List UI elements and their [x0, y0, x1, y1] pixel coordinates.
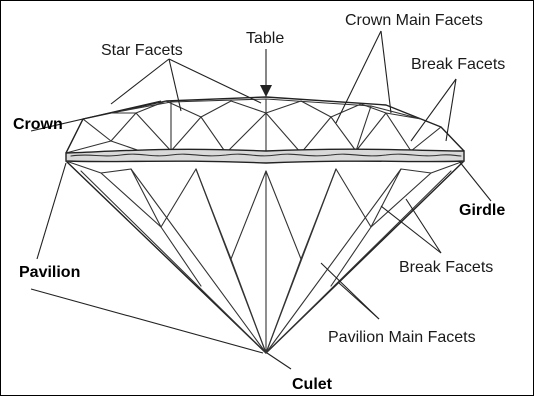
- label-table: Table: [246, 30, 284, 47]
- crown-facet-lines: [83, 113, 441, 153]
- label-crown-main-facets: Crown Main Facets: [345, 12, 483, 29]
- pavilion-break-lines-2: [101, 173, 201, 286]
- pavilion-main-lines: [81, 171, 266, 353]
- label-girdle: Girdle: [459, 202, 505, 219]
- label-crown: Crown: [13, 116, 63, 133]
- pavilion-outline: [66, 161, 464, 353]
- diamond-pavilion: [66, 161, 464, 353]
- break-top-leader-2: [446, 79, 456, 141]
- label-pavilion: Pavilion: [19, 264, 80, 281]
- diamond-crown: [66, 97, 464, 155]
- label-culet: Culet: [292, 376, 333, 393]
- crown-line-b: [356, 106, 371, 151]
- break-top-leader-1: [411, 79, 456, 141]
- pavilion-line-5: [266, 169, 401, 353]
- break-bottom-leader-2: [406, 199, 441, 253]
- label-star-facets: Star Facets: [101, 42, 183, 59]
- label-pavilion-main-facets: Pavilion Main Facets: [328, 329, 476, 346]
- pavilion-line-1: [131, 169, 266, 353]
- star-leader-1: [111, 59, 169, 104]
- diamond-girdle: [66, 149, 464, 163]
- culet-leader: [267, 353, 291, 369]
- girdle-leader: [459, 161, 491, 201]
- label-break-facets-top: Break Facets: [411, 56, 505, 73]
- table-arrow-head: [260, 85, 272, 97]
- label-break-facets-bottom: Break Facets: [399, 259, 493, 276]
- pavilion-main-leader-2: [339, 283, 379, 319]
- star-leader-3: [169, 59, 261, 103]
- pavilion-break-lines: [66, 161, 464, 259]
- pavilion-leader-2: [31, 289, 263, 353]
- crown-main-leader-2: [381, 31, 391, 113]
- pavilion-leader-1: [37, 163, 66, 259]
